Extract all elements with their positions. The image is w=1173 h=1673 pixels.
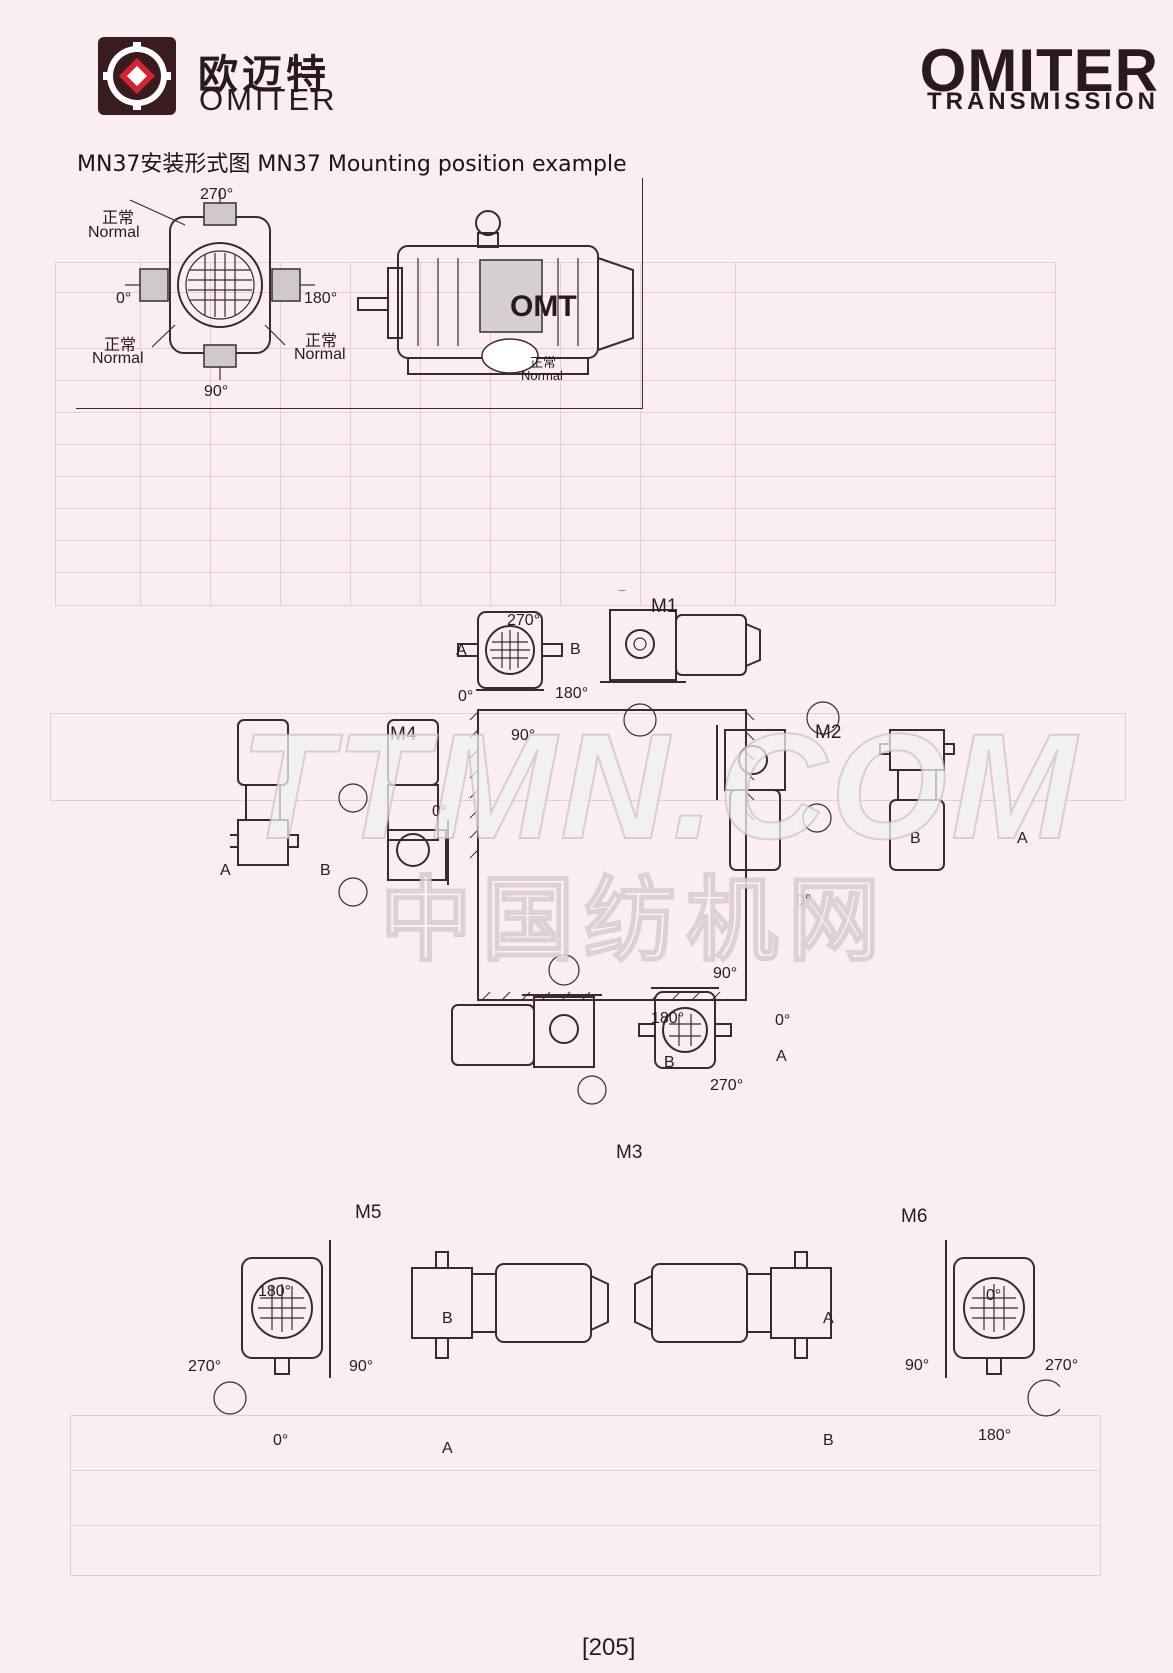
normal-en-label: Normal <box>92 350 144 367</box>
position-m2-label: M2 <box>815 722 842 743</box>
normal-cn-label: 正常 <box>104 337 137 354</box>
corner-subtitle: TRANSMISSION <box>926 88 1159 115</box>
position-m4-label: M4 <box>390 724 417 745</box>
position-m1-label: M1 <box>651 596 678 617</box>
angle-0-label: 0° <box>116 290 132 307</box>
mounting-example-diagram <box>125 190 634 380</box>
normal-en-label: Normal <box>88 224 140 241</box>
side-b-label: B <box>664 1054 675 1071</box>
angle-180-label: 180° <box>555 685 589 702</box>
side-b-label: B <box>320 862 331 879</box>
normal-en-label: Normal <box>521 368 563 383</box>
brand-name-cn: 欧迈特 <box>198 52 330 98</box>
angle-180-label: 180° <box>978 1427 1012 1444</box>
angle-270-label: 270° <box>188 1358 222 1375</box>
example-frame <box>76 178 643 409</box>
angle-270-label: 270° <box>1045 1357 1079 1374</box>
side-b-label: B <box>570 641 581 658</box>
side-a-label: A <box>456 642 467 659</box>
position-m5-label: M5 <box>355 1202 382 1223</box>
normal-en-label: Normal <box>294 346 346 363</box>
side-a-label: A <box>1017 830 1028 847</box>
angle-90-label: 90° <box>713 965 738 982</box>
angle-270-label: 270° <box>200 186 234 203</box>
angle-180-label: 180° <box>304 290 338 307</box>
angle-90-label: 90° <box>511 727 536 744</box>
angle-0-label: 0° <box>796 892 812 909</box>
brand-logo <box>98 37 176 115</box>
corner-brand: OMITER <box>919 37 1159 104</box>
page-number: [205] <box>582 1634 636 1661</box>
angle-180-label: 180° <box>651 1010 685 1027</box>
angle-0-label: 0° <box>986 1287 1002 1304</box>
watermark-cn: 中国纺机网 <box>379 866 891 975</box>
angle-90-label: 90° <box>204 383 229 400</box>
side-b-label: B <box>823 1432 834 1449</box>
side-b-label: B <box>442 1310 453 1327</box>
side-a-label: A <box>776 1048 787 1065</box>
angle-270-label: 270° <box>710 1077 744 1094</box>
brand-name-en: OMITER <box>199 82 338 117</box>
position-m3-label: M3 <box>616 1142 643 1163</box>
angle-0-label: 0° <box>458 688 474 705</box>
omt-badge: OMT <box>510 290 577 323</box>
angle-0-label: 0° <box>432 803 448 820</box>
angle-180-label: 180° <box>258 1283 292 1300</box>
mounting-positions-diagram <box>230 590 955 1105</box>
angle-90-label: 90° <box>905 1357 930 1374</box>
page-title: MN37安装形式图 MN37 Mounting position example <box>77 152 627 177</box>
normal-cn-label: 正常 <box>102 210 135 227</box>
side-a-label: A <box>823 1310 834 1327</box>
normal-cn-label: 正常 <box>305 333 338 350</box>
watermark-latin: TTMN.COM <box>239 701 1081 871</box>
angle-270-label: 270° <box>507 612 541 629</box>
angle-90-label: 90° <box>349 1358 374 1375</box>
angle-0-label: 0° <box>775 1012 791 1029</box>
m5-m6-diagram <box>213 1240 1060 1417</box>
angle-0-label: 0° <box>273 1432 289 1449</box>
side-a-label: A <box>220 862 231 879</box>
side-a-label: A <box>442 1440 453 1457</box>
position-m6-label: M6 <box>901 1206 928 1227</box>
side-b-label: B <box>910 830 921 847</box>
normal-cn-label: 正常 <box>530 355 557 370</box>
